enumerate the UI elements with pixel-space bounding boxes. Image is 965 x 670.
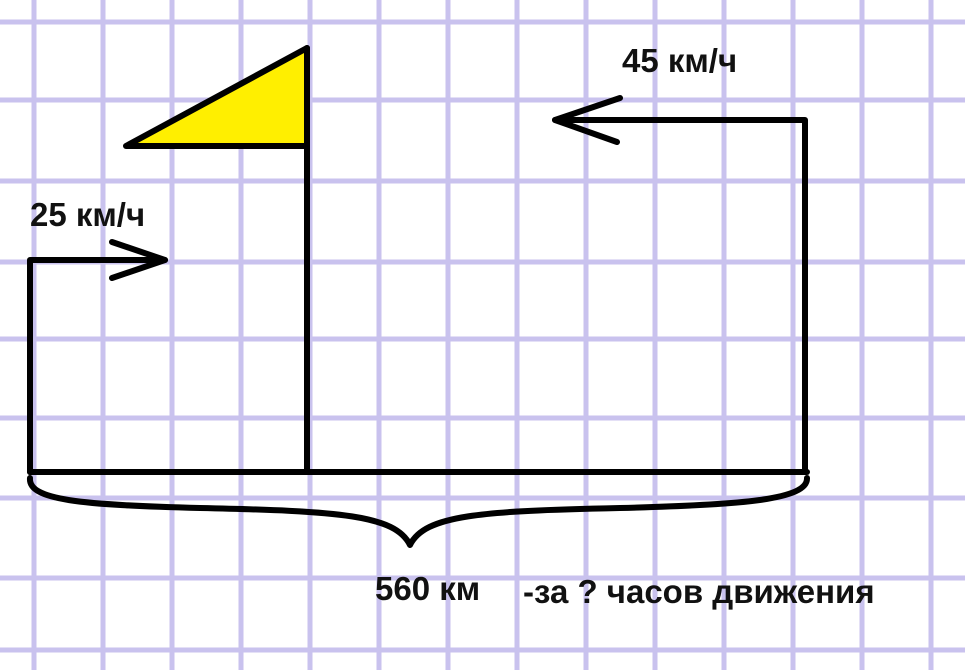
- arrow-left-icon: [552, 95, 623, 145]
- arrow-right-icon: [109, 239, 168, 281]
- question-label: -за ? часов движения: [523, 573, 875, 610]
- speed-label-left: 25 км/ч: [30, 196, 145, 233]
- speed-label-right: 45 км/ч: [622, 42, 737, 79]
- curly-brace-icon: [27, 475, 811, 548]
- right-traveller-path: [552, 117, 808, 475]
- flag-icon: [123, 45, 310, 149]
- left-traveller-path: [27, 257, 168, 475]
- distance-label: 560 км: [375, 570, 480, 607]
